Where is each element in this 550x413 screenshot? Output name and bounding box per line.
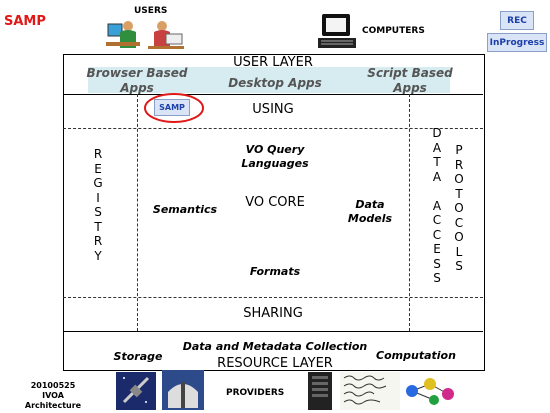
computation-label: Computation — [376, 349, 456, 362]
protocols-letter: S — [455, 259, 463, 273]
computers-caption: COMPUTERS — [362, 26, 425, 36]
data-access-letter: A — [432, 140, 442, 155]
registry-letter: I — [96, 190, 100, 205]
server-icon — [308, 372, 332, 410]
data-access-letter: A — [432, 198, 442, 213]
handwriting-icon — [340, 372, 400, 410]
vo-query-label: VO Query Languages — [241, 143, 309, 170]
rec-badge: REC — [500, 11, 534, 30]
users-caption: USERS — [134, 6, 168, 16]
registry-letter: T — [94, 219, 102, 234]
sharing-divider — [63, 297, 483, 298]
inprogress-badge: InProgress — [487, 33, 547, 52]
data-models-label: Data Models — [347, 198, 393, 225]
registry-letter: E — [94, 161, 102, 176]
data-access-letter: D — [432, 126, 442, 140]
computer-icon — [318, 14, 356, 48]
collection-label: Data and Metadata Collection — [182, 340, 368, 353]
semantics-label: Semantics — [152, 203, 218, 216]
using-label: USING — [252, 102, 294, 117]
script-apps-label: Script Based Apps — [367, 66, 453, 95]
vo-core-label: VO CORE — [245, 195, 305, 210]
resource-layer-label: RESOURCE LAYER — [217, 356, 333, 371]
protocols-letter: C — [454, 215, 464, 230]
footer-name: IVOA Architecture — [24, 391, 82, 410]
formats-label: Formats — [249, 265, 301, 278]
footer-date: 20100525 — [30, 381, 76, 390]
user-apps-band — [88, 67, 450, 93]
data-access-letter: C — [432, 227, 442, 242]
desktop-apps-label: Desktop Apps — [228, 76, 322, 90]
protocols-letter: R — [454, 157, 464, 172]
registry-letter: G — [93, 176, 103, 190]
architecture-frame — [63, 54, 485, 371]
network-icon — [406, 378, 454, 405]
samp-box: SAMP — [154, 99, 190, 116]
protocols-letter: O — [454, 201, 464, 215]
registry-letter: R — [93, 234, 103, 248]
data-access-letter: T — [433, 155, 441, 169]
observatory-icon — [162, 370, 204, 410]
data-access-letter: E — [433, 242, 441, 256]
registry-letter: Y — [94, 248, 102, 263]
providers-caption: PROVIDERS — [226, 388, 285, 398]
data-access-letter: C — [432, 213, 442, 227]
registry-letter: R — [93, 147, 103, 161]
page-title: SAMP — [4, 14, 46, 29]
data-access-letter: S — [433, 271, 441, 285]
registry-divider — [137, 94, 138, 331]
highlight-circle — [144, 93, 204, 123]
data-access-letter: S — [433, 256, 441, 271]
data-access-letter: A — [432, 169, 442, 184]
data-access-letter — [429, 184, 445, 199]
access-divider — [409, 94, 410, 331]
sharing-label: SHARING — [243, 306, 303, 321]
user-layer-label: USER LAYER — [233, 55, 313, 70]
protocols-letter: O — [454, 230, 464, 244]
users-icon — [106, 21, 184, 49]
user-layer-divider — [63, 94, 483, 95]
using-divider — [63, 128, 483, 129]
satellite-icon — [116, 372, 156, 410]
protocols-letter: L — [455, 244, 463, 259]
registry-letter: S — [94, 205, 102, 219]
protocols-letter: P — [455, 143, 463, 157]
protocols-letter: T — [455, 186, 463, 201]
storage-label: Storage — [113, 350, 163, 363]
resource-divider — [63, 331, 483, 332]
browser-apps-label: Browser Based Apps — [86, 66, 188, 95]
protocols-letter: O — [454, 172, 464, 186]
